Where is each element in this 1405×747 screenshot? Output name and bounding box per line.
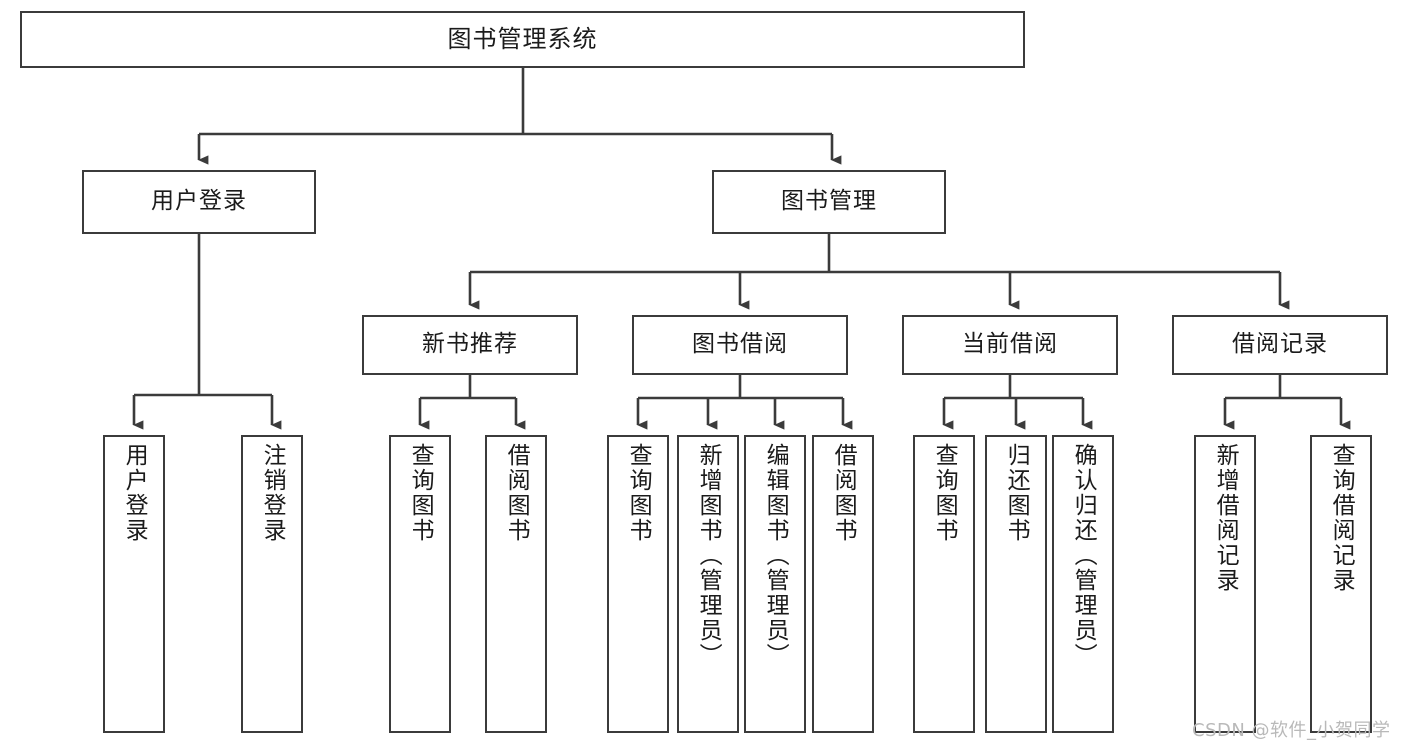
node-current-borrow[interactable]: 当前借阅 bbox=[902, 315, 1118, 375]
leaf-query-book-recommend[interactable]: 查询图书 bbox=[389, 435, 451, 733]
leaf-borrow-book-recommend[interactable]: 借阅图书 bbox=[485, 435, 547, 733]
leaf-add-borrow-record-label: 新增借阅记录 bbox=[1212, 443, 1239, 593]
node-book-borrow-label: 图书借阅 bbox=[692, 331, 788, 358]
node-user-login-label: 用户登录 bbox=[151, 188, 247, 215]
leaf-add-book[interactable]: 新增图书（管理员） bbox=[677, 435, 739, 733]
node-book-management[interactable]: 图书管理 bbox=[712, 170, 946, 234]
leaf-return-book-label: 归还图书 bbox=[1003, 443, 1030, 543]
leaf-edit-book[interactable]: 编辑图书（管理员） bbox=[744, 435, 806, 733]
leaf-confirm-return[interactable]: 确认归还（管理员） bbox=[1052, 435, 1114, 733]
leaf-query-book-borrow[interactable]: 查询图书 bbox=[607, 435, 669, 733]
leaf-logout-label: 注销登录 bbox=[259, 443, 286, 543]
leaf-borrow-book-recommend-label: 借阅图书 bbox=[503, 443, 530, 543]
node-new-book-recommend-label: 新书推荐 bbox=[422, 331, 518, 358]
node-root[interactable]: 图书管理系统 bbox=[20, 11, 1025, 68]
leaf-query-book-current-label: 查询图书 bbox=[931, 443, 958, 543]
leaf-query-book-recommend-label: 查询图书 bbox=[407, 443, 434, 543]
leaf-return-book[interactable]: 归还图书 bbox=[985, 435, 1047, 733]
leaf-add-borrow-record[interactable]: 新增借阅记录 bbox=[1194, 435, 1256, 733]
leaf-query-book-current[interactable]: 查询图书 bbox=[913, 435, 975, 733]
leaf-borrow-book-label: 借阅图书 bbox=[830, 443, 857, 543]
node-user-login[interactable]: 用户登录 bbox=[82, 170, 316, 234]
leaf-query-borrow-record[interactable]: 查询借阅记录 bbox=[1310, 435, 1372, 733]
leaf-query-borrow-record-label: 查询借阅记录 bbox=[1328, 443, 1355, 593]
node-root-label: 图书管理系统 bbox=[447, 25, 598, 54]
leaf-user-login-label: 用户登录 bbox=[121, 443, 148, 543]
node-book-management-label: 图书管理 bbox=[781, 188, 877, 215]
node-borrow-records-label: 借阅记录 bbox=[1232, 331, 1328, 358]
csdn-watermark: CSDN @软件_小贺同学 bbox=[1192, 720, 1391, 741]
leaf-logout[interactable]: 注销登录 bbox=[241, 435, 303, 733]
node-new-book-recommend[interactable]: 新书推荐 bbox=[362, 315, 578, 375]
node-current-borrow-label: 当前借阅 bbox=[962, 331, 1058, 358]
node-borrow-records[interactable]: 借阅记录 bbox=[1172, 315, 1388, 375]
node-book-borrow[interactable]: 图书借阅 bbox=[632, 315, 848, 375]
leaf-query-book-borrow-label: 查询图书 bbox=[625, 443, 652, 543]
leaf-edit-book-label: 编辑图书（管理员） bbox=[762, 443, 789, 668]
leaf-confirm-return-label: 确认归还（管理员） bbox=[1070, 443, 1097, 668]
leaf-user-login[interactable]: 用户登录 bbox=[103, 435, 165, 733]
leaf-borrow-book[interactable]: 借阅图书 bbox=[812, 435, 874, 733]
leaf-add-book-label: 新增图书（管理员） bbox=[695, 443, 722, 668]
